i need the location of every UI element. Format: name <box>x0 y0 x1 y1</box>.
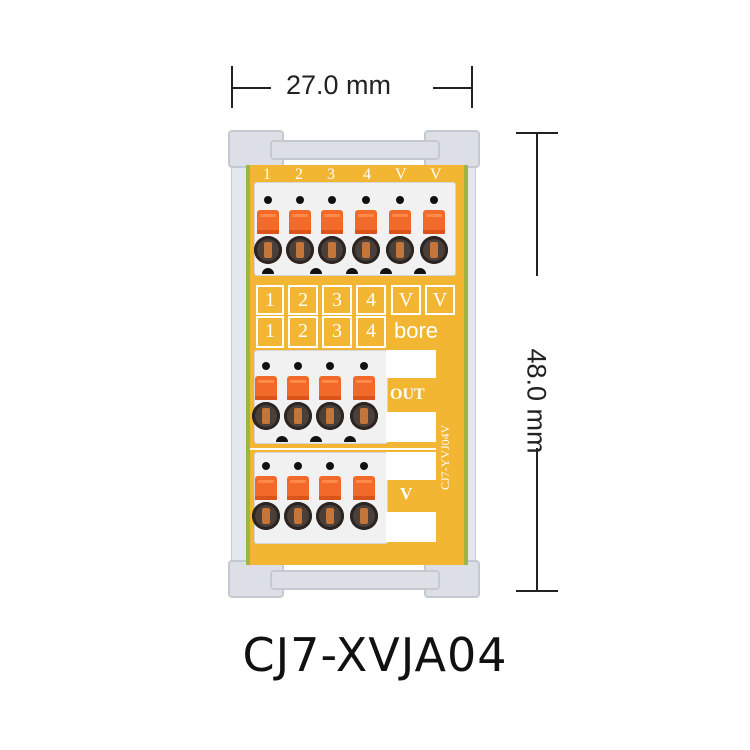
wire-port[interactable] <box>318 236 346 264</box>
terminal-foot <box>380 268 392 274</box>
housing-top-bar <box>270 140 440 160</box>
lever-button[interactable] <box>353 476 375 500</box>
lever-button[interactable] <box>321 210 343 234</box>
wire-port[interactable] <box>316 402 344 430</box>
terminal-foot <box>346 268 358 274</box>
wire-port[interactable] <box>286 236 314 264</box>
number-box: 1 <box>256 285 284 315</box>
screw-hole <box>430 196 438 204</box>
silkscreen-panel-top <box>386 350 436 378</box>
screw-hole <box>362 196 370 204</box>
board-divider <box>250 448 436 450</box>
top-pin-label: V <box>395 166 407 183</box>
terminal-foot <box>310 268 322 274</box>
terminal-foot <box>276 436 288 442</box>
lever-button[interactable] <box>257 210 279 234</box>
height-dim-line-bottom <box>536 448 538 592</box>
product-title: CJ7-XVJA04 <box>242 628 508 682</box>
silkscreen-panel-v-bottom <box>386 512 436 542</box>
width-dim-label: 27.0 mm <box>286 70 392 100</box>
screw-hole <box>360 362 368 370</box>
number-box: 2 <box>288 316 318 348</box>
number-box: 4 <box>356 316 386 348</box>
number-box: V <box>391 285 421 315</box>
board-model-text: CJ7-YVJ04V <box>438 424 452 490</box>
number-box: 4 <box>356 285 386 315</box>
wire-port[interactable] <box>352 236 380 264</box>
wire-port[interactable] <box>350 502 378 530</box>
housing-bottom-bar <box>270 570 440 590</box>
terminal-foot <box>414 268 426 274</box>
screw-hole <box>294 362 302 370</box>
number-box: 3 <box>322 316 352 348</box>
screw-hole <box>262 362 270 370</box>
lever-button[interactable] <box>319 476 341 500</box>
screw-hole <box>360 462 368 470</box>
wire-port[interactable] <box>316 502 344 530</box>
number-box: V <box>425 285 455 315</box>
lever-button[interactable] <box>319 376 341 400</box>
wire-port[interactable] <box>252 402 280 430</box>
wire-port[interactable] <box>254 236 282 264</box>
lever-button[interactable] <box>255 476 277 500</box>
v-label: V <box>400 484 413 503</box>
screw-hole <box>296 196 304 204</box>
width-dim-line-right <box>433 87 473 89</box>
silkscreen-panel-mid <box>386 412 436 442</box>
brand-logo-text: bore <box>394 318 439 343</box>
terminal-foot <box>344 436 356 442</box>
height-dim-line-top <box>536 132 538 276</box>
wire-port[interactable] <box>386 236 414 264</box>
lever-button[interactable] <box>355 210 377 234</box>
top-pin-label: V <box>430 166 442 183</box>
screw-hole <box>262 462 270 470</box>
top-pin-label: 3 <box>327 166 335 183</box>
screw-hole <box>294 462 302 470</box>
wire-port[interactable] <box>284 402 312 430</box>
lever-button[interactable] <box>289 210 311 234</box>
screw-hole <box>326 462 334 470</box>
lever-button[interactable] <box>423 210 445 234</box>
top-pin-label: 4 <box>363 166 371 183</box>
screw-hole <box>264 196 272 204</box>
wire-port[interactable] <box>420 236 448 264</box>
screw-hole <box>326 362 334 370</box>
housing-top-left-clip <box>228 130 284 168</box>
number-box: 1 <box>256 316 284 348</box>
terminal-foot <box>310 436 322 442</box>
top-pin-label: 1 <box>263 166 271 183</box>
wire-port[interactable] <box>284 502 312 530</box>
lever-button[interactable] <box>287 476 309 500</box>
screw-hole <box>328 196 336 204</box>
wire-port[interactable] <box>252 502 280 530</box>
wire-port[interactable] <box>350 402 378 430</box>
terminal-foot <box>262 268 274 274</box>
silkscreen-panel-v-top <box>386 452 436 480</box>
lever-button[interactable] <box>255 376 277 400</box>
number-box: 2 <box>288 285 318 315</box>
screw-hole <box>396 196 404 204</box>
lever-button[interactable] <box>353 376 375 400</box>
number-box: 3 <box>322 285 352 315</box>
lever-button[interactable] <box>287 376 309 400</box>
top-pin-label: 2 <box>295 166 303 183</box>
height-dim-label: 48.0 mm <box>521 348 552 454</box>
out-label: OUT <box>390 386 425 403</box>
lever-button[interactable] <box>389 210 411 234</box>
width-dim-line-left <box>231 87 271 89</box>
